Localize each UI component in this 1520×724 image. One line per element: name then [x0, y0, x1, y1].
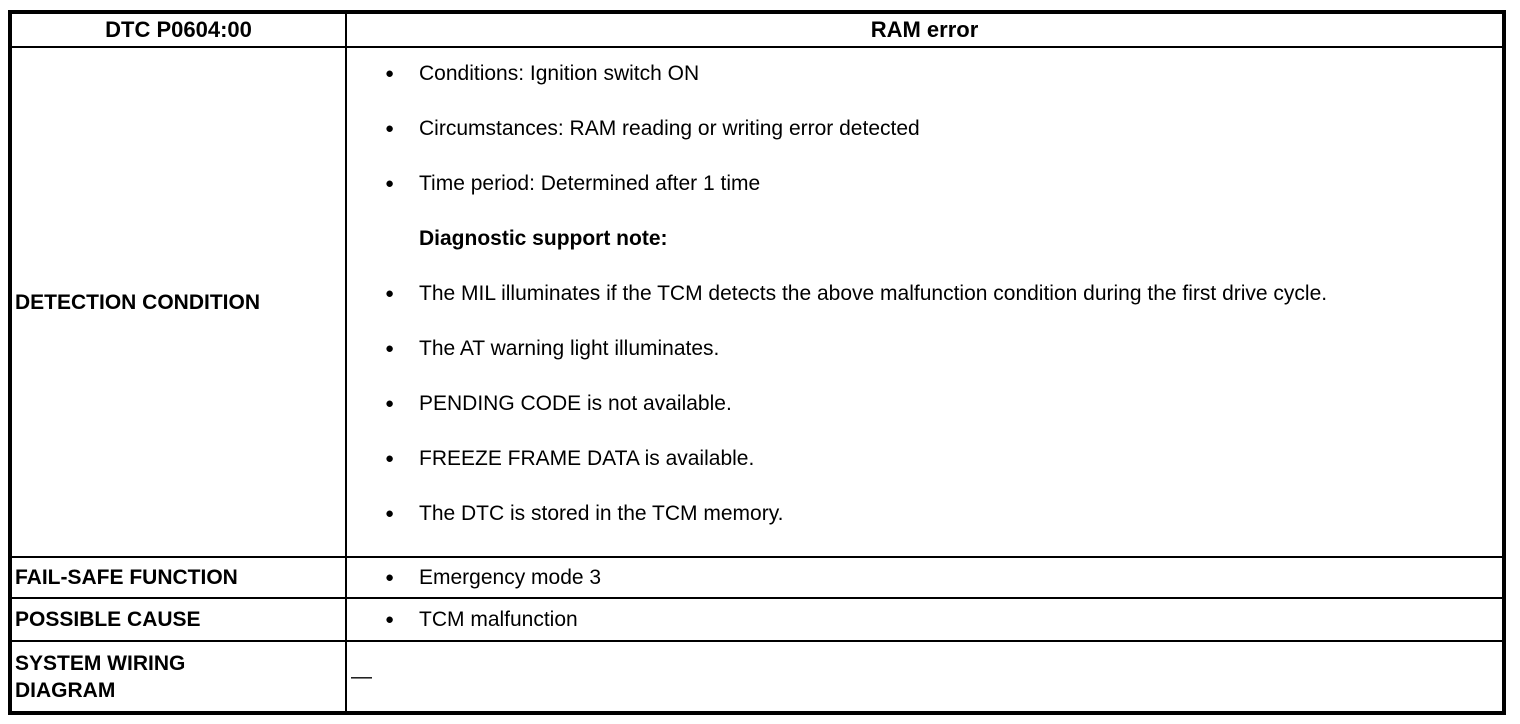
list-item: ● Time period: Determined after 1 time	[385, 170, 1486, 198]
header-cell-dtc-code: DTC P0604:00	[12, 14, 347, 46]
detection-item-list: ● Conditions: Ignition switch ON ● Circu…	[347, 60, 1502, 528]
row-content-cell: ● Conditions: Ignition switch ON ● Circu…	[347, 48, 1502, 556]
bullet-icon: ●	[385, 340, 395, 357]
list-item-text: TCM malfunction	[419, 607, 578, 631]
diagnostic-support-note: Diagnostic support note:	[385, 225, 1486, 253]
possible-cause-item-list: ● TCM malfunction	[347, 606, 1502, 634]
row-label-cell: POSSIBLE CAUSE	[12, 599, 347, 640]
row-content-cell: —	[347, 642, 1502, 711]
row-label: DETECTION CONDITION	[15, 290, 260, 314]
dtc-table: DTC P0604:00 RAM error DETECTION CONDITI…	[8, 10, 1506, 715]
bullet-icon: ●	[385, 450, 395, 467]
list-item-text: PENDING CODE is not available.	[419, 392, 732, 415]
fail-safe-item-list: ● Emergency mode 3	[347, 564, 1502, 592]
list-item-text: FREEZE FRAME DATA is available.	[419, 447, 755, 470]
list-item: ● FREEZE FRAME DATA is available.	[385, 445, 1486, 473]
list-item: ● PENDING CODE is not available.	[385, 390, 1486, 418]
table-header-row: DTC P0604:00 RAM error	[12, 14, 1502, 48]
list-item-text: Time period: Determined after 1 time	[419, 172, 761, 195]
list-item-text: Emergency mode 3	[419, 565, 602, 589]
table-row-detection-condition: DETECTION CONDITION ● Conditions: Igniti…	[12, 48, 1502, 558]
list-item-text: The AT warning light illuminates.	[419, 337, 720, 360]
list-item-text: The DTC is stored in the TCM memory.	[419, 502, 784, 525]
row-label-cell: FAIL-SAFE FUNCTION	[12, 558, 347, 597]
no-diagram-dash: —	[351, 664, 372, 688]
bullet-icon: ●	[385, 505, 395, 522]
header-cell-dtc-title: RAM error	[347, 14, 1502, 46]
table-row-fail-safe-function: FAIL-SAFE FUNCTION ● Emergency mode 3	[12, 558, 1502, 599]
list-item: ● TCM malfunction	[385, 606, 1486, 634]
list-item: ● The MIL illuminates if the TCM detects…	[385, 280, 1486, 308]
row-label: FAIL-SAFE FUNCTION	[15, 566, 238, 589]
row-label-cell: SYSTEM WIRING DIAGRAM	[12, 642, 347, 711]
list-item: ● The AT warning light illuminates.	[385, 335, 1486, 363]
list-item-text: Circumstances: RAM reading or writing er…	[419, 117, 920, 140]
bullet-icon: ●	[385, 285, 395, 302]
row-content-cell: ● TCM malfunction	[347, 599, 1502, 640]
note-text: Diagnostic support note:	[419, 227, 668, 250]
list-item-text: The MIL illuminates if the TCM detects t…	[419, 282, 1328, 305]
row-content-cell: ● Emergency mode 3	[347, 558, 1502, 597]
list-item: ● The DTC is stored in the TCM memory.	[385, 500, 1486, 528]
bullet-icon: ●	[385, 395, 395, 412]
table-row-possible-cause: POSSIBLE CAUSE ● TCM malfunction	[12, 599, 1502, 642]
list-item: ● Circumstances: RAM reading or writing …	[385, 115, 1486, 143]
bullet-icon: ●	[385, 175, 395, 192]
row-label-cell: DETECTION CONDITION	[12, 48, 347, 556]
bullet-icon: ●	[385, 120, 395, 137]
dtc-title-text: RAM error	[870, 17, 979, 42]
list-item: ● Emergency mode 3	[385, 564, 1486, 592]
bullet-icon: ●	[385, 610, 395, 628]
bullet-icon: ●	[385, 568, 395, 586]
list-item: ● Conditions: Ignition switch ON	[385, 60, 1486, 88]
row-label: POSSIBLE CAUSE	[15, 608, 201, 631]
list-item-text: Conditions: Ignition switch ON	[419, 62, 700, 85]
row-label: SYSTEM WIRING DIAGRAM	[15, 651, 186, 702]
bullet-icon: ●	[385, 65, 395, 82]
table-row-system-wiring-diagram: SYSTEM WIRING DIAGRAM —	[12, 642, 1502, 711]
dtc-code-text: DTC P0604:00	[105, 17, 252, 42]
